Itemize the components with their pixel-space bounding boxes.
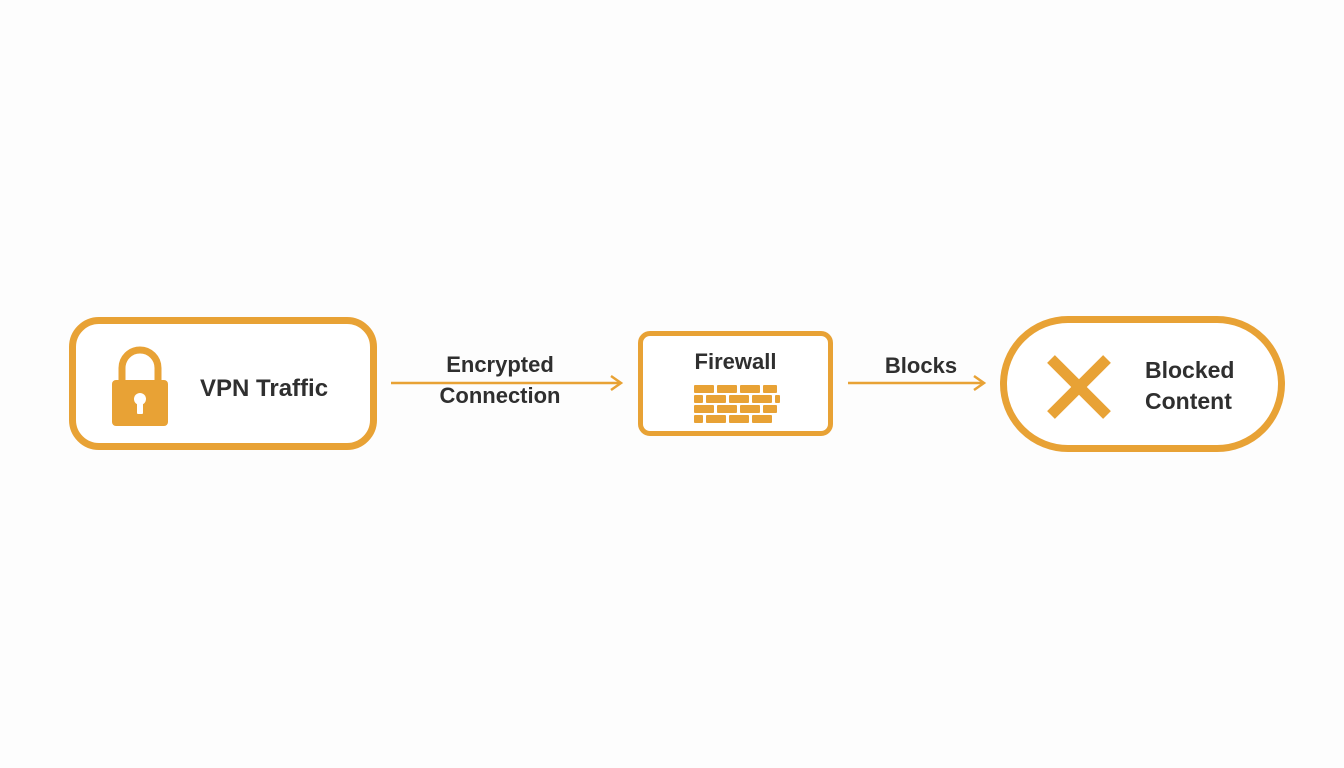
encrypted-connection-label-line2: Connection: [439, 382, 561, 408]
encrypted-connection-label-line1: Encrypted: [446, 352, 554, 377]
brick-wall-icon: [694, 385, 780, 423]
blocked-content-label-line1: Blocked: [1145, 357, 1235, 383]
firewall-label: Firewall: [694, 349, 777, 374]
blocked-content-label-line2: Content: [1145, 388, 1232, 415]
vpn-traffic-label: VPN Traffic: [200, 375, 329, 402]
blocked-content-label: Blocked Content: [1145, 355, 1265, 417]
lock-icon: [112, 346, 168, 426]
vpn-traffic-node: VPN Traffic: [69, 317, 377, 450]
firewall-node: Firewall: [638, 331, 833, 436]
x-mark-icon: [1047, 355, 1111, 419]
encrypted-connection-label: Encrypted Connection: [420, 350, 580, 412]
blocked-content-node: Blocked Content: [1000, 316, 1285, 452]
blocks-label: Blocks: [884, 353, 958, 378]
